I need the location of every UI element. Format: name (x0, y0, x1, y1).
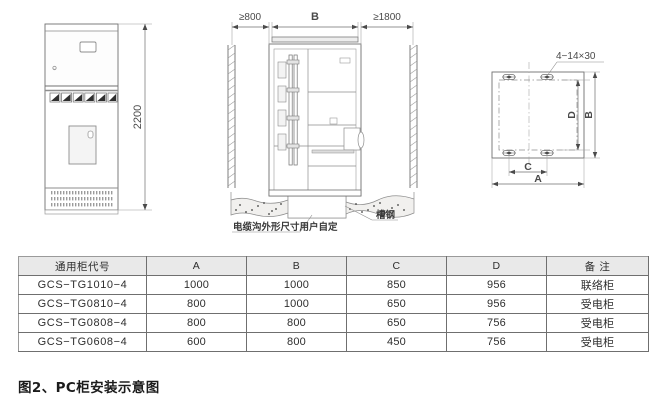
cell-d: 956 (446, 275, 547, 295)
dimension-b-plan: B (583, 71, 600, 159)
dimension-d: D (562, 79, 590, 151)
wall-right (409, 44, 418, 188)
cell-a: 800 (146, 313, 247, 333)
hole-callout: 4−14×30 (546, 51, 604, 77)
cell-c: 650 (346, 313, 447, 333)
table-row: GCS−TG0608−4 600 800 450 756 受电柜 (18, 332, 649, 352)
cell-note: 受电柜 (546, 313, 649, 333)
label-channel-steel: 槽钢 (344, 205, 398, 221)
mounting-slot (540, 150, 554, 156)
table-header-b: B (246, 256, 347, 276)
wall-left (227, 44, 236, 188)
table-row: GCS−TG1010−4 1000 1000 850 956 联络柜 (18, 275, 649, 295)
dimension-label-right: ≥1800 (373, 12, 401, 23)
cell-b: 800 (246, 313, 347, 333)
dimension-label-b: B (311, 11, 319, 23)
cell-b: 1000 (246, 294, 347, 314)
cabinet-section-view: ≥800 B ≥1800 槽钢 电缆沟外形尺寸用户自定 (227, 11, 418, 233)
cabinet-body-section (268, 36, 365, 197)
cell-c: 650 (346, 294, 447, 314)
dimension-c: C (508, 155, 548, 176)
figure-caption: 图2、PC柜安装示意图 (18, 380, 160, 396)
table-header-a: A (146, 256, 247, 276)
cell-d: 956 (446, 294, 547, 314)
label-cable-trench-text: 电缆沟外形尺寸用户自定 (233, 221, 338, 233)
table-header-note: 备 注 (546, 256, 649, 276)
dimension-label-c: C (524, 161, 532, 173)
dimension-a: A (491, 158, 585, 188)
busbar-riser (286, 54, 300, 166)
cell-note: 受电柜 (546, 294, 649, 314)
cell-note: 联络柜 (546, 275, 649, 295)
technical-drawings: 2200 (44, 11, 604, 233)
cabinet-front-view: 2200 (44, 23, 152, 215)
cell-code: GCS−TG0808−4 (18, 313, 147, 333)
dimension-label-b-plan: B (583, 111, 595, 119)
dimension-label-left: ≥800 (239, 12, 262, 23)
label-channel-steel-text: 槽钢 (376, 209, 396, 221)
dimension-label-d: D (566, 111, 578, 119)
dimension-label-a: A (534, 173, 542, 185)
dimension-cabinet-depth-b: B (271, 11, 359, 37)
spec-table: 通用柜代号 A B C D 备 注 GCS−TG1010−4 1000 1000… (18, 256, 649, 352)
cell-a: 1000 (146, 275, 247, 295)
hole-callout-text: 4−14×30 (556, 51, 596, 62)
cell-code: GCS−TG1010−4 (18, 275, 147, 295)
mounting-slot (502, 74, 516, 80)
cell-code: GCS−TG0810−4 (18, 294, 147, 314)
cell-d: 756 (446, 313, 547, 333)
base-plan-view: 4−14×30 D B C (491, 51, 604, 188)
cell-b: 800 (246, 332, 347, 352)
dimension-height-2200: 2200 (118, 23, 152, 211)
cell-a: 600 (146, 332, 247, 352)
dimension-clearance-left: ≥800 (231, 12, 270, 45)
cell-c: 850 (346, 275, 447, 295)
table-header-row: 通用柜代号 A B C D 备 注 (18, 256, 649, 276)
cell-b: 1000 (246, 275, 347, 295)
table-header-c: C (346, 256, 447, 276)
cable-compartment-modules (277, 61, 287, 151)
table-row: GCS−TG0810−4 800 1000 650 956 受电柜 (18, 294, 649, 314)
dimension-label-height: 2200 (132, 105, 144, 129)
mounting-slot (502, 150, 516, 156)
cell-d: 756 (446, 332, 547, 352)
table-row: GCS−TG0808−4 800 800 650 756 受电柜 (18, 313, 649, 333)
cell-c: 450 (346, 332, 447, 352)
switch-indicator-row (49, 92, 118, 103)
cell-a: 800 (146, 294, 247, 314)
spec-table-container: 通用柜代号 A B C D 备 注 GCS−TG1010−4 1000 1000… (18, 256, 649, 352)
cell-note: 受电柜 (546, 332, 649, 352)
label-cable-trench: 电缆沟外形尺寸用户自定 (232, 214, 338, 233)
dimension-clearance-right: ≥1800 (360, 12, 414, 45)
table-header-code: 通用柜代号 (18, 256, 147, 276)
concrete-floor (230, 192, 415, 219)
mounting-slot (540, 74, 554, 80)
table-header-d: D (446, 256, 547, 276)
cell-code: GCS−TG0608−4 (18, 332, 147, 352)
